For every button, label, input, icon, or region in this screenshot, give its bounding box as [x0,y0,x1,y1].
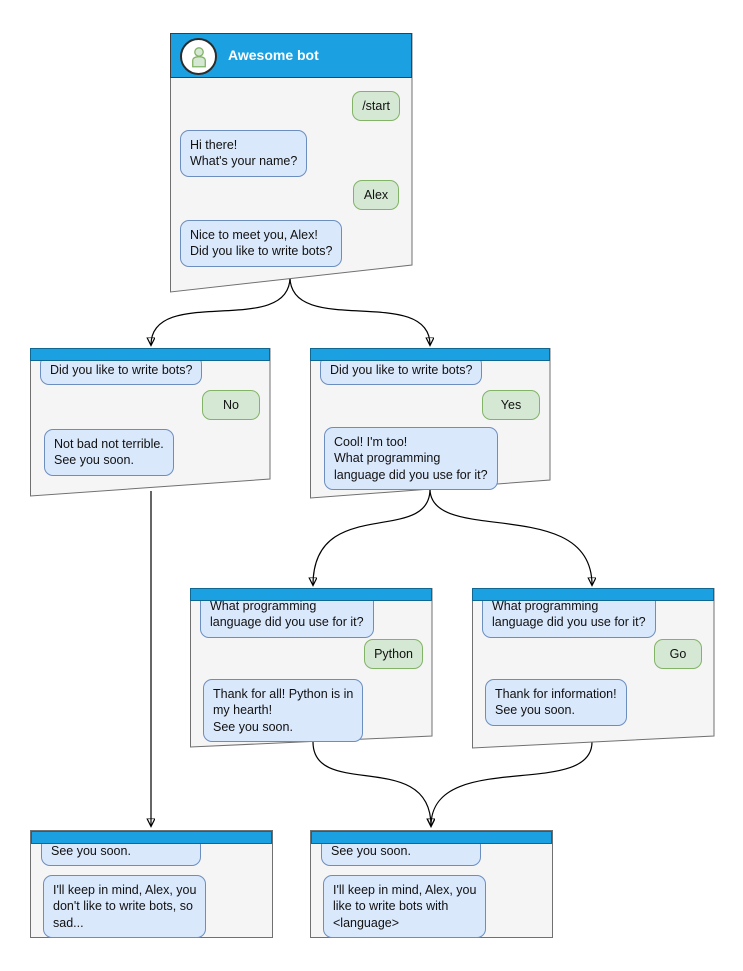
arrow-yes-to-python [313,488,431,585]
person-icon [191,46,206,67]
user-message-bubble: Yes [482,390,540,421]
bot-message-bubble: I'll keep in mind, Alex, you don't like … [43,875,207,938]
user-message-bubble: /start [352,91,400,122]
bot-message-bubble: Thank for information! See you soon. [485,679,627,726]
bot-name-title: Awesome bot [228,47,319,63]
user-message-bubble: No [202,390,260,421]
arrow-root-to-no [151,276,291,345]
chat-header: Awesome bot [170,33,412,78]
chat-header-strip [310,348,550,361]
bot-message-bubble: I'll keep in mind, Alex, you like to wri… [323,875,487,938]
bot-message-bubble: Nice to meet you, Alex! Did you like to … [180,220,343,267]
arrow-python-to-end [312,741,431,826]
user-message-bubble: Python [364,639,423,670]
chat-window-branch-no: Did you like to write bots? No Not bad n… [30,348,271,497]
bot-message-bubble: Cool! I'm too! What programming language… [324,427,498,490]
chat-header-strip [472,588,714,601]
bot-message-bubble: Hi there! What's your name? [180,130,308,177]
bot-message-bubble: Not bad not terrible. See you soon. [44,429,174,476]
chat-header-strip [311,831,552,844]
chat-window-end-yes: See you soon. I'll keep in mind, Alex, y… [310,830,553,938]
arrow-root-to-yes [289,276,430,345]
chat-window-end-no: See you soon. I'll keep in mind, Alex, y… [30,830,273,938]
chat-window-root: Awesome bot /start Hi there! What's your… [170,33,413,293]
chat-window-branch-yes: Did you like to write bots? Yes Cool! I'… [310,348,551,499]
chat-window-branch-python: What programming language did you use fo… [190,588,433,748]
avatar [180,38,217,75]
chat-header-strip [30,348,270,361]
chat-header-strip [190,588,432,601]
user-message-bubble: Go [654,639,702,670]
chat-header-strip [31,831,272,844]
arrow-go-to-end [431,741,593,826]
bot-message-bubble: Thank for all! Python is in my hearth! S… [203,679,364,742]
arrow-yes-to-go [429,488,592,585]
chat-window-branch-go: What programming language did you use fo… [472,588,715,749]
user-message-bubble: Alex [353,180,399,211]
